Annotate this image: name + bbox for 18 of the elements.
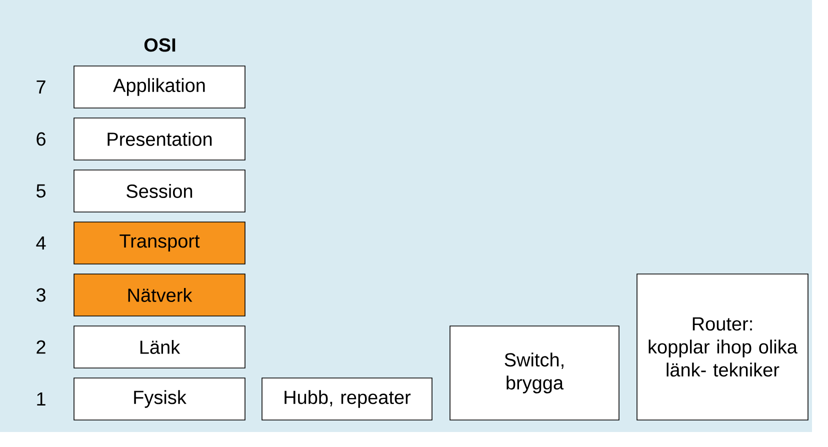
- layer-number: 4: [36, 236, 46, 250]
- layer-number: 7: [36, 80, 46, 94]
- layer-number: 5: [36, 184, 46, 198]
- layer-number: 6: [36, 132, 46, 146]
- layer-box: Switch, brygga: [450, 326, 620, 420]
- layer-box: Session: [74, 170, 246, 212]
- layer-number: 2: [36, 340, 46, 354]
- title: OSI: [144, 38, 176, 52]
- layer-box: Hubb, repeater: [262, 378, 432, 420]
- layer-box: Applikation: [74, 66, 246, 108]
- layer-number: 3: [36, 288, 46, 302]
- layer-box: Nätverk: [74, 274, 246, 316]
- layer-box: Transport: [74, 222, 246, 264]
- layer-box: Presentation: [74, 118, 246, 160]
- layer-number: 1: [37, 392, 46, 406]
- layer-box: Router: kopplar ihop olika länk- tekniker: [636, 274, 808, 420]
- layer-box: Länk: [74, 326, 246, 368]
- layer-box: Fysisk: [74, 378, 246, 420]
